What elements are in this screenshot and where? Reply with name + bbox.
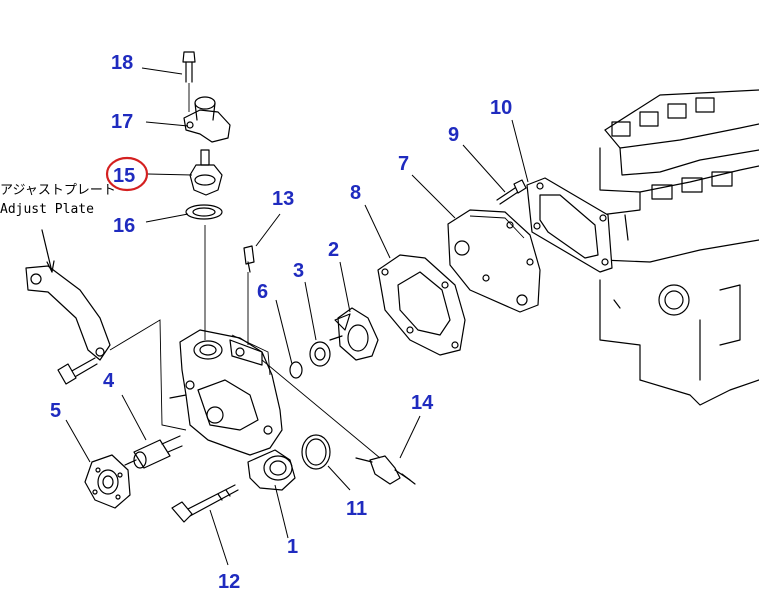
- cover-7: [447, 209, 541, 313]
- adjust-plate-label-en: Adjust Plate: [0, 202, 94, 217]
- part-label-16[interactable]: 16: [113, 215, 135, 237]
- highlight-circle: [105, 156, 149, 192]
- part-label-9[interactable]: 9: [448, 124, 459, 146]
- alignment-lines: [109, 83, 381, 459]
- gasket-8: [377, 254, 466, 356]
- part-label-5[interactable]: 5: [50, 400, 61, 422]
- thermostat-housing-17: [183, 96, 231, 143]
- washer-6: [289, 361, 303, 379]
- part-label-4[interactable]: 4: [103, 370, 115, 392]
- bolt-12: [171, 484, 239, 523]
- o-ring-11: [301, 434, 331, 470]
- gasket-10: [526, 177, 613, 273]
- thermostat-15: [189, 149, 223, 196]
- part-label-8[interactable]: 8: [350, 182, 361, 204]
- part-label-17[interactable]: 17: [111, 111, 133, 133]
- water-pump-body-1: [169, 329, 296, 491]
- part-label-1[interactable]: 1: [287, 536, 298, 558]
- bolt-18: [182, 51, 196, 83]
- part-label-15[interactable]: 15: [113, 165, 135, 187]
- seal-3: [309, 341, 331, 367]
- part-label-11[interactable]: 11: [346, 498, 367, 520]
- adjust-plate-label-jp: アジャストプレート: [0, 183, 116, 198]
- part-label-6[interactable]: 6: [257, 281, 268, 303]
- part-label-12[interactable]: 12: [218, 571, 240, 593]
- part-label-13[interactable]: 13: [272, 188, 294, 210]
- part-label-3[interactable]: 3: [293, 260, 304, 282]
- part-label-18[interactable]: 18: [111, 52, 133, 74]
- plug-13: [243, 245, 255, 273]
- part-label-7[interactable]: 7: [398, 153, 409, 175]
- bolt-adjust-plate: [57, 357, 98, 385]
- engine-block: [599, 89, 759, 406]
- leader-lines: [65, 67, 529, 566]
- pulley-5: [84, 454, 131, 509]
- shaft-bearing-4: [124, 435, 183, 469]
- part-label-10[interactable]: 10: [490, 97, 512, 119]
- part-label-2[interactable]: 2: [328, 239, 339, 261]
- impeller-2: [329, 307, 379, 361]
- bolt-9: [496, 179, 527, 205]
- part-label-14[interactable]: 14: [411, 392, 434, 414]
- gasket-16: [185, 204, 223, 220]
- sensor-14: [355, 455, 416, 485]
- adjust-plate: [25, 229, 111, 361]
